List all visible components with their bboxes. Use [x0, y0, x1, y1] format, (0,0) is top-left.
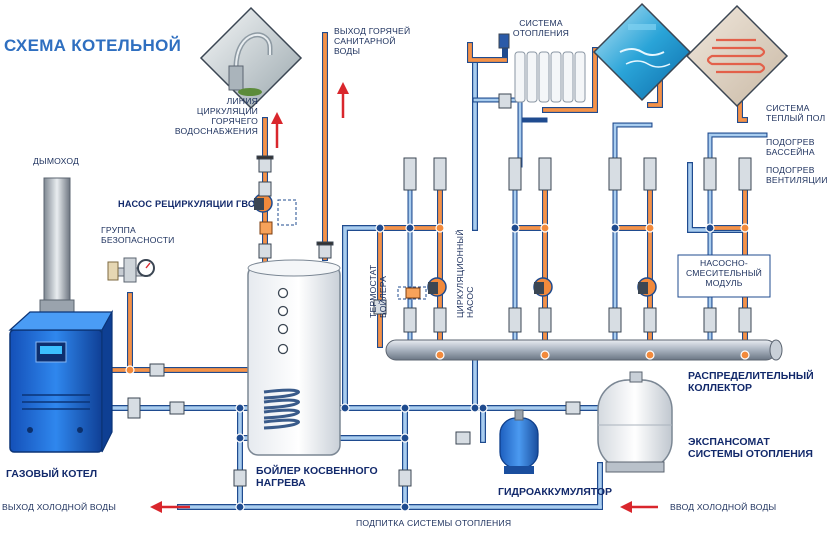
tap-picture	[199, 6, 303, 110]
arrows	[150, 82, 658, 513]
arrow-left-icon	[150, 501, 190, 513]
chimney-label: ДЫМОХОД	[33, 156, 80, 166]
collector-label: РАСПРЕДЕЛИТЕЛЬНЫЙ КОЛЛЕКТОР	[688, 370, 814, 395]
valve-icon	[608, 157, 622, 191]
gas-boiler-label: ГАЗОВЫЙ КОТЕЛ	[6, 468, 98, 480]
pump-icon	[253, 193, 297, 235]
valve-icon	[433, 157, 447, 191]
valve-icon	[455, 431, 471, 445]
chimney	[39, 177, 75, 315]
valve-icon	[643, 307, 657, 333]
valve-icon	[403, 307, 417, 333]
safety-group-label: ГРУППА БЕЗОПАСНОСТИ	[101, 225, 175, 246]
vent-label: ПОДОГРЕВ ВЕНТИЛЯЦИИ	[766, 165, 828, 186]
pump-icon	[637, 277, 657, 297]
radiator-icon	[514, 51, 586, 103]
cold-out-label: ВЫХОД ХОЛОДНОЙ ВОДЫ	[2, 502, 117, 512]
expansion-label: ЭКСПАНСОМАТ СИСТЕМЫ ОТОПЛЕНИЯ	[688, 436, 813, 461]
valve-icon	[398, 469, 412, 487]
valve-icon	[233, 469, 247, 487]
valve-icon	[127, 397, 141, 419]
heating-label: СИСТЕМА ОТОПЛЕНИЯ	[512, 18, 570, 39]
cold-in-label: ВВОД ХОЛОДНОЙ ВОДЫ	[670, 502, 777, 512]
dhw-line-label: ЛИНИЯ ЦИРКУЛЯЦИИ ГОРЯЧЕГО ВОДОСНАБЖЕНИЯ	[174, 96, 258, 137]
gas-boiler	[8, 309, 114, 453]
valve-icon	[498, 93, 512, 109]
hot-out-label: ВЫХОД ГОРЯЧЕЙ САНИТАРНОЙ ВОДЫ	[334, 26, 411, 57]
pipe-junctions	[125, 223, 750, 512]
valve-icon	[433, 307, 447, 333]
makeup-label: ПОДПИТКА СИСТЕМЫ ОТОПЛЕНИЯ	[356, 518, 512, 528]
valve-icon	[738, 157, 752, 191]
valve-icon	[508, 157, 522, 191]
arrow-up-icon	[337, 82, 349, 118]
dhw-pump-label: НАСОС РЕЦИРКУЛЯЦИИ ГВС	[118, 199, 255, 209]
arrow-up-icon	[271, 112, 283, 148]
valve-icon	[258, 243, 272, 259]
valve-icon	[403, 157, 417, 191]
valve-icon	[608, 307, 622, 333]
pump-icon	[405, 277, 447, 299]
indirect-boiler-label: БОЙЛЕР КОСВЕННОГО НАГРЕВА	[256, 465, 378, 490]
valve-icon	[643, 157, 657, 191]
page-title: СХЕМА КОТЕЛЬНОЙ	[4, 36, 182, 55]
hydro-accumulator-label: ГИДРОАККУМУЛЯТОР	[498, 486, 613, 498]
mixing-module-frame	[677, 254, 771, 298]
arrow-left-icon	[620, 501, 658, 513]
valve-icon	[565, 401, 581, 415]
mixing-module-label: НАСОСНО- СМЕСИТЕЛЬНЫЙ МОДУЛЬ	[685, 258, 763, 289]
valve-icon	[703, 307, 717, 333]
pool-picture	[592, 2, 692, 102]
indirect-boiler	[247, 259, 341, 456]
thermostat-label: ТЕРМОСТАТ БОЙЛЕРА	[368, 264, 389, 318]
valve-icon	[738, 307, 752, 333]
expansion-tank	[597, 371, 673, 473]
valve-icon	[316, 241, 334, 259]
pool-label: ПОДОГРЕВ БАССЕЙНА	[766, 137, 815, 158]
hydro-accumulator	[499, 409, 539, 474]
safety-group	[107, 257, 155, 283]
valve-icon	[703, 157, 717, 191]
valve-icon	[169, 401, 185, 415]
valves	[127, 33, 752, 487]
pump-icon	[533, 277, 553, 297]
valve-icon	[258, 181, 272, 197]
valve-icon	[508, 307, 522, 333]
valve-icon	[538, 307, 552, 333]
floor-heating-picture	[685, 4, 789, 108]
valve-icon	[373, 299, 387, 315]
floor-label: СИСТЕМА ТЕПЛЫЙ ПОЛ	[766, 103, 826, 124]
distribution-collector	[385, 339, 783, 361]
valve-icon	[149, 363, 165, 377]
circ-pump-label: ЦИРКУЛЯЦИОННЫЙ НАСОС	[455, 229, 476, 318]
valve-icon	[256, 155, 274, 173]
valve-icon	[498, 33, 510, 49]
pumps	[253, 193, 657, 299]
valve-icon	[538, 157, 552, 191]
